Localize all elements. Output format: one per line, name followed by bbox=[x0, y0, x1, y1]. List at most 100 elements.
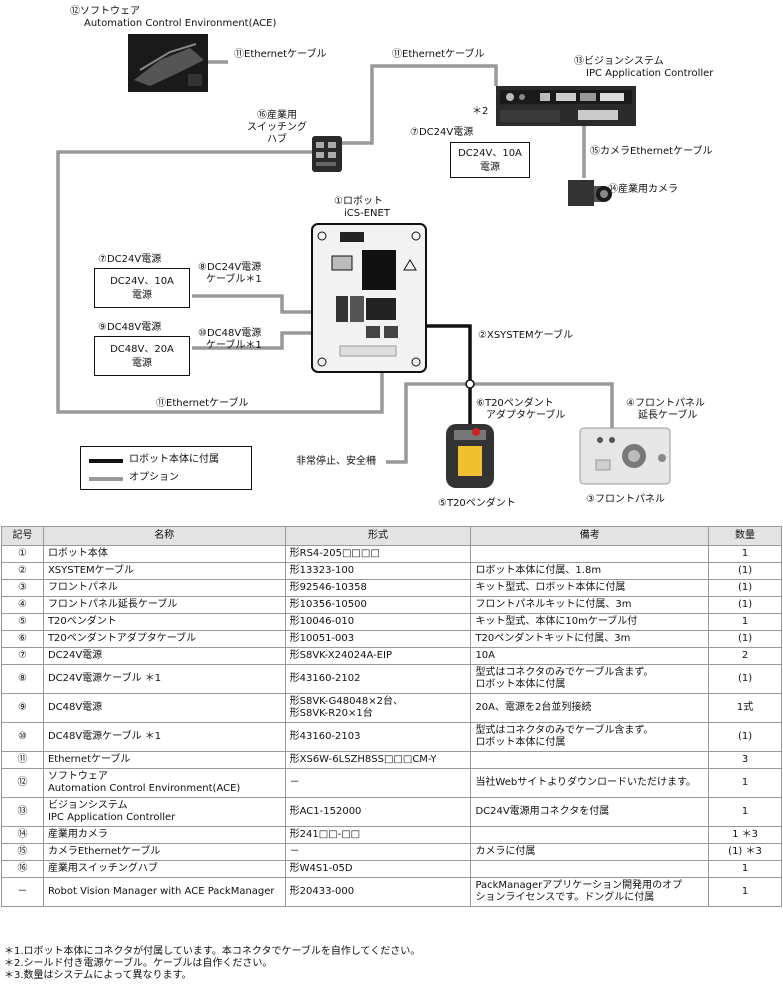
dc24v-power-box: DC24V、10A 電源 bbox=[94, 268, 190, 308]
cell-name-line: DC24V電源ケーブル ＊1 bbox=[47, 673, 162, 684]
legend-standard-label: ロボット本体に付属 bbox=[129, 454, 219, 465]
front-panel-extension-cable bbox=[470, 382, 614, 430]
hub-label-line: スイッチング bbox=[247, 122, 307, 133]
cell-note-line: ションライセンスです。ドングルに付属 bbox=[475, 892, 655, 903]
switching-hub-image bbox=[312, 136, 342, 172]
cell-name: T20ペンダント bbox=[42, 613, 286, 631]
cell-name-line: ソフトウェア bbox=[47, 771, 108, 782]
cell-name-line: DC24V電源 bbox=[47, 650, 103, 661]
cable-label-line: ケーブル＊1 bbox=[206, 340, 262, 351]
cell-qty: 1式 bbox=[708, 693, 782, 723]
box-line: 電源 bbox=[132, 290, 152, 301]
cable-label-line: ④フロントパネル bbox=[626, 398, 705, 409]
cell-note bbox=[470, 545, 710, 563]
cell-qty: 2 bbox=[708, 647, 782, 665]
cell-name-line: カメラEthernetケーブル bbox=[47, 846, 161, 857]
dc48v-label: ⑨DC48V電源 bbox=[98, 322, 162, 333]
cell-note bbox=[470, 751, 710, 769]
cell-qty: (1) bbox=[708, 664, 782, 694]
cable-label-line: ⑧DC24V電源 bbox=[198, 262, 262, 273]
cell-model: 形10356-10500 bbox=[284, 596, 472, 614]
cell-name: カメラEthernetケーブル bbox=[42, 843, 286, 861]
cell-model-line: － bbox=[289, 777, 300, 788]
cell-qty: (1) bbox=[708, 596, 782, 614]
cell-model: 形43160-2102 bbox=[284, 664, 472, 694]
cell-qty: 1 bbox=[708, 877, 782, 907]
cell-model-line: 形AC1-152000 bbox=[289, 806, 362, 817]
footnotes: ＊1.ロボット本体にコネクタが付属しています。本コネクタでケーブルを自作してくだ… bbox=[4, 946, 420, 982]
dc24v-power-box-top: DC24V、10A 電源 bbox=[450, 142, 530, 178]
cell-name-line: Robot Vision Manager with ACE PackManage… bbox=[47, 886, 275, 897]
dc24v-cable-label: ⑧DC24V電源 ケーブル＊1 bbox=[198, 262, 262, 286]
cell-note: PackManagerアプリケーション開発用のオプションライセンスです。ドングル… bbox=[470, 877, 710, 907]
legend: ロボット本体に付属 オプション bbox=[80, 446, 252, 490]
cell-note-line: キット型式、ロボット本体に付属 bbox=[475, 582, 626, 593]
front-panel-image bbox=[579, 427, 671, 485]
cell-name-line: Ethernetケーブル bbox=[47, 754, 131, 765]
estop-label: 非常停止、安全柵 bbox=[296, 456, 376, 467]
cell-name-line: 産業用スイッチングハブ bbox=[47, 863, 158, 874]
cable-label-line: ケーブル＊1 bbox=[206, 274, 262, 285]
ethernet-cable-label: ⑪Ethernetケーブル bbox=[392, 49, 485, 60]
cell-model-line: 形S8VK-R20×1台 bbox=[289, 708, 373, 719]
cable-label-line: 延長ケーブル bbox=[638, 410, 698, 421]
cell-model: 形241□□-□□ bbox=[284, 826, 472, 844]
cell-no: ⑧ bbox=[1, 664, 44, 694]
cell-note-line: ロボット本体に付属、1.8m bbox=[475, 565, 602, 576]
legend-standard-swatch bbox=[89, 459, 123, 463]
camera-ethernet-cable-label: ⑮カメラEthernetケーブル bbox=[590, 146, 713, 157]
legend-option-swatch bbox=[89, 477, 123, 481]
cell-model: 形AC1-152000 bbox=[284, 797, 472, 827]
cell-note: キット型式、本体に10mケーブル付 bbox=[470, 613, 710, 631]
col-header-note: 備考 bbox=[470, 526, 710, 546]
cell-model: 形S8VK-X24024A-EIP bbox=[284, 647, 472, 665]
cell-model: 形92546-10358 bbox=[284, 579, 472, 597]
cell-name-line: ビジョンシステム bbox=[47, 800, 128, 811]
cell-name-line: DC48V電源 bbox=[47, 702, 103, 713]
note-star2: ＊2 bbox=[472, 106, 489, 117]
cable-label-line: ⑥T20ペンダント bbox=[476, 398, 554, 409]
cell-name: ロボット本体 bbox=[42, 545, 286, 563]
vision-controller-image bbox=[496, 86, 636, 126]
cell-name-line: Automation Control Environment(ACE) bbox=[47, 783, 241, 794]
cell-note-line: 型式はコネクタのみでケーブル含まず。 bbox=[475, 725, 654, 736]
cell-note-line: 当社Webサイトよりダウンロードいただけます。 bbox=[475, 777, 697, 788]
cell-qty: 1 bbox=[708, 613, 782, 631]
cell-name: フロントパネル bbox=[42, 579, 286, 597]
cell-model-line: 形43160-2103 bbox=[289, 731, 361, 742]
cell-no: ⑨ bbox=[1, 693, 44, 723]
cell-no: ⑦ bbox=[1, 647, 44, 665]
cell-note-line: PackManagerアプリケーション開発用のオプ bbox=[475, 880, 683, 891]
cell-qty: (1) ＊3 bbox=[708, 843, 782, 861]
cell-no: ⑭ bbox=[1, 826, 44, 844]
col-header-no: 記号 bbox=[1, 526, 44, 546]
vision-label-line: ⑬ビジョンシステム bbox=[574, 56, 664, 67]
cell-model-line: 形S8VK-X24024A-EIP bbox=[289, 650, 392, 661]
cell-model-line: 形43160-2102 bbox=[289, 673, 361, 684]
vision-system-label: ⑬ビジョンシステム IPC Application Controller bbox=[574, 56, 713, 80]
cell-model: 形10051-003 bbox=[284, 630, 472, 648]
t20-pendant-label: ⑤T20ペンダント bbox=[438, 498, 516, 509]
dc24v-label-top: ⑦DC24V電源 bbox=[410, 127, 474, 138]
col-header-name: 名称 bbox=[42, 526, 286, 546]
cell-note: ロボット本体に付属、1.8m bbox=[470, 562, 710, 580]
cell-qty: (1) bbox=[708, 722, 782, 752]
cell-name: DC24V電源 bbox=[42, 647, 286, 665]
cell-qty: 1 bbox=[708, 768, 782, 798]
t20-adapter-cable-label: ⑥T20ペンダント アダプタケーブル bbox=[476, 398, 565, 422]
cell-note-line: カメラに付属 bbox=[475, 846, 536, 857]
cell-note: T20ペンダントキットに付属、3m bbox=[470, 630, 710, 648]
ethernet-cable-label: ⑪Ethernetケーブル bbox=[156, 398, 249, 409]
cell-model: 形W4S1-05D bbox=[284, 860, 472, 878]
ethernet-cable-label: ⑪Ethernetケーブル bbox=[234, 49, 327, 60]
xsystem-cable-label: ②XSYSTEMケーブル bbox=[478, 330, 574, 341]
vision-label-line: IPC Application Controller bbox=[586, 68, 714, 79]
